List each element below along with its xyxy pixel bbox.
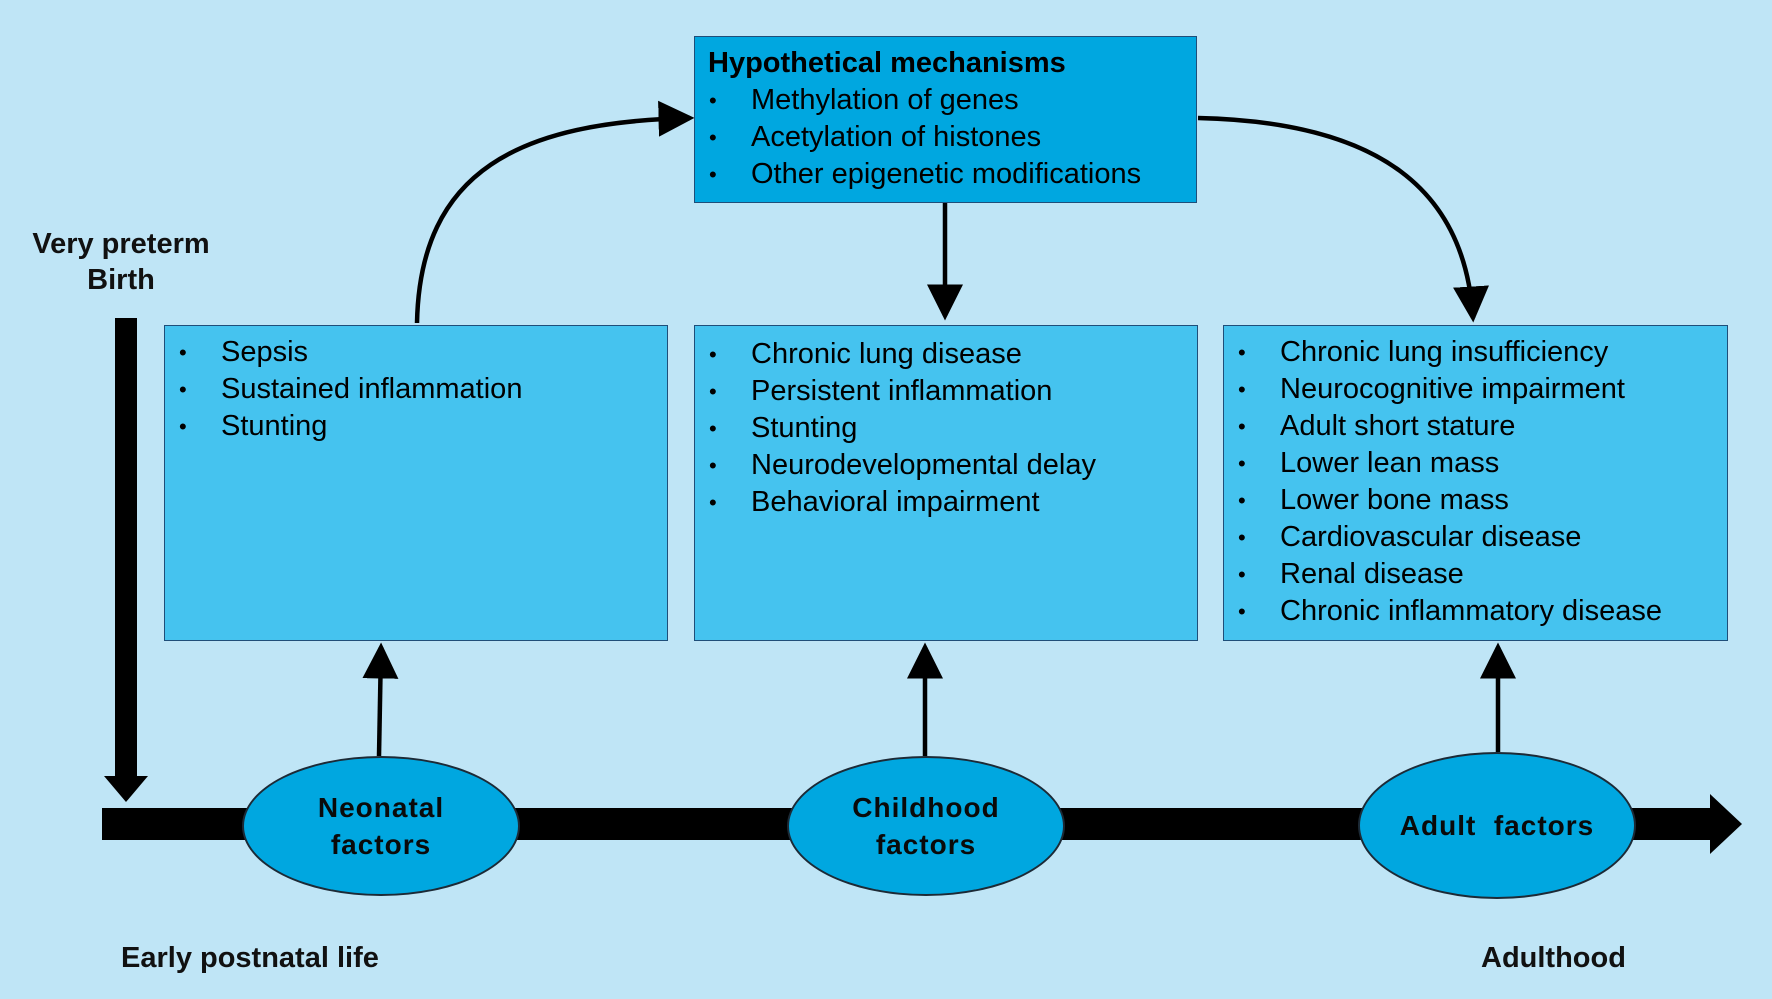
outcome-item: Renal disease — [1224, 556, 1727, 593]
outcome-item: Neurocognitive impairment — [1224, 371, 1727, 408]
very-preterm-label-line1: Very preterm — [32, 228, 210, 260]
mechanisms-title: Hypothetical mechanisms — [708, 47, 1066, 79]
neonatal-factors-ellipse: Neonatal factors — [242, 756, 520, 896]
adult-outcomes-box: Chronic lung insufficiency Neurocognitiv… — [1223, 325, 1728, 641]
very-preterm-label-line2: Birth — [87, 264, 155, 296]
outcome-item: Lower lean mass — [1224, 445, 1727, 482]
arrow-neonatal-factors-up — [362, 642, 399, 757]
outcome-item: Cardiovascular disease — [1224, 519, 1727, 556]
mechanism-item: Acetylation of histones — [695, 119, 1196, 156]
adulthood-label: Adulthood — [1481, 942, 1626, 974]
arrow-neonatal-to-mechanisms — [414, 100, 695, 324]
childhood-factors-ellipse: Childhood factors — [787, 756, 1065, 896]
early-postnatal-life-label: Early postnatal life — [121, 942, 379, 974]
childhood-outcomes-box: Chronic lung disease Persistent inflamma… — [694, 325, 1198, 641]
outcome-item: Behavioral impairment — [695, 484, 1197, 521]
outcome-item: Neurodevelopmental delay — [695, 447, 1197, 484]
outcome-item: Sepsis — [165, 334, 667, 371]
adult-factors-ellipse: Adult factors — [1358, 752, 1636, 899]
outcome-item: Persistent inflammation — [695, 373, 1197, 410]
neonatal-outcomes-list: Sepsis Sustained inflammation Stunting — [165, 334, 667, 445]
mechanisms-box: Hypothetical mechanisms Methylation of g… — [694, 36, 1197, 203]
outcome-item: Adult short stature — [1224, 408, 1727, 445]
birth-arrow-shaft — [115, 318, 137, 778]
mechanisms-list: Methylation of genes Acetylation of hist… — [695, 82, 1196, 193]
childhood-factors-line1: Childhood — [852, 792, 1000, 823]
outcome-item: Chronic lung insufficiency — [1224, 334, 1727, 371]
mechanism-item: Methylation of genes — [695, 82, 1196, 119]
neonatal-factors-line1: Neonatal — [317, 792, 445, 823]
arrow-mechanisms-to-adult — [1197, 115, 1489, 323]
outcome-item: Sustained inflammation — [165, 371, 667, 408]
outcome-item: Chronic lung disease — [695, 336, 1197, 373]
timeline-arrowhead — [1710, 794, 1742, 854]
outcome-item: Chronic inflammatory disease — [1224, 593, 1727, 630]
childhood-outcomes-list: Chronic lung disease Persistent inflamma… — [695, 336, 1197, 521]
outcome-item: Stunting — [165, 408, 667, 445]
birth-arrow-head — [104, 776, 148, 802]
adult-factors-label: Adult factors — [1399, 810, 1595, 841]
outcome-item: Lower bone mass — [1224, 482, 1727, 519]
neonatal-outcomes-box: Sepsis Sustained inflammation Stunting — [164, 325, 668, 641]
outcome-item: Stunting — [695, 410, 1197, 447]
childhood-factors-line2: factors — [875, 829, 977, 860]
very-preterm-birth-label: Very preterm Birth — [25, 226, 217, 298]
neonatal-factors-line2: factors — [330, 829, 432, 860]
mechanism-item: Other epigenetic modifications — [695, 156, 1196, 193]
adult-outcomes-list: Chronic lung insufficiency Neurocognitiv… — [1224, 334, 1727, 630]
